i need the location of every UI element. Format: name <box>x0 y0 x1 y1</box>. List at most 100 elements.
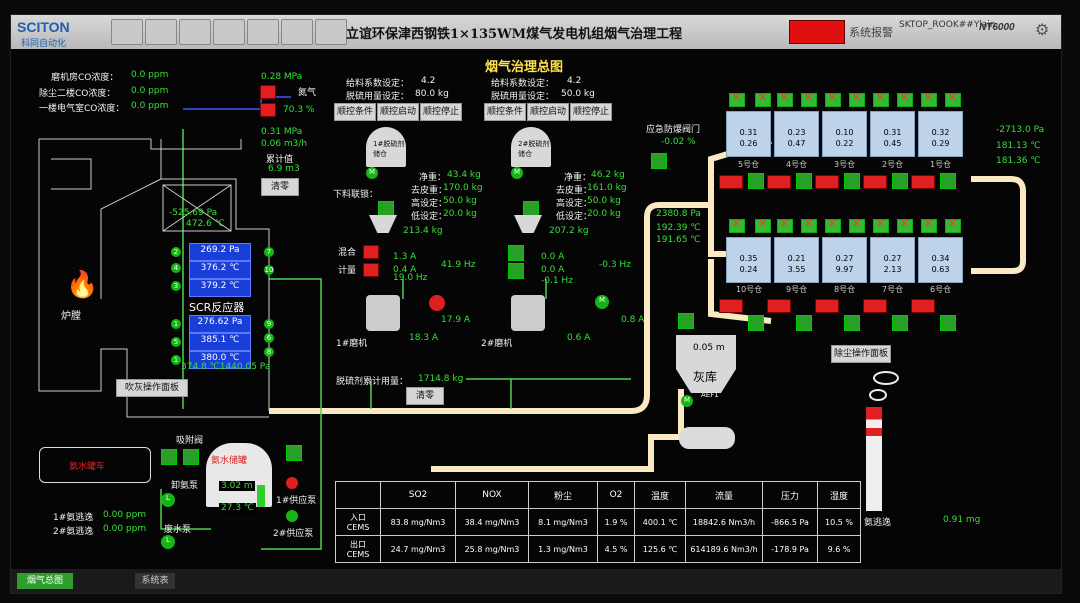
ash-valve-top-5[interactable] <box>911 175 935 189</box>
f2-mill[interactable] <box>511 295 545 331</box>
pulse-valve-bot-7[interactable] <box>873 217 889 233</box>
pulse-valve-top-10[interactable] <box>945 91 961 107</box>
f2-mix-motor[interactable] <box>508 245 524 261</box>
ash-gate-bot-1[interactable] <box>748 315 764 331</box>
unload-pump[interactable]: L <box>161 493 175 507</box>
ash-gate-bot-5[interactable] <box>940 315 956 331</box>
nitrogen-valve[interactable] <box>260 85 276 99</box>
ash-gate-top-4[interactable] <box>892 173 908 189</box>
ash-discharge-motor[interactable]: M <box>681 395 693 407</box>
sensor-9[interactable]: 9 <box>264 319 274 329</box>
sensor-5[interactable]: 5 <box>171 337 181 347</box>
sensor-1b[interactable]: 1 <box>171 355 181 365</box>
f2-seq-stop-button[interactable]: 顺控停止 <box>570 103 612 121</box>
ash-valve-bot-1[interactable] <box>719 299 743 313</box>
alarm-label[interactable]: 系统报警 <box>849 26 893 39</box>
pulse-valve-top-7[interactable] <box>873 91 889 107</box>
pulse-valve-bot-3[interactable] <box>777 217 793 233</box>
pulse-valve-top-2[interactable] <box>755 91 771 107</box>
ash-valve-top-1[interactable] <box>719 175 743 189</box>
f1-seq-stop-button[interactable]: 顺控停止 <box>420 103 462 121</box>
f1-motor[interactable]: M <box>366 167 378 179</box>
f1-fan[interactable] <box>429 295 445 311</box>
pulse-valve-top-6[interactable] <box>849 91 865 107</box>
sensor-3[interactable]: 3 <box>171 281 181 291</box>
ash-valve-bot-5[interactable] <box>911 299 935 313</box>
emergency-valve[interactable] <box>651 153 667 169</box>
gear-icon[interactable]: ⚙ <box>1035 20 1050 39</box>
pulse-valve-bot-6[interactable] <box>849 217 865 233</box>
supply-pump-2[interactable] <box>286 510 298 522</box>
f1-seq-condition-button[interactable]: 顺控条件 <box>334 103 376 121</box>
pulse-valve-top-4[interactable] <box>801 91 817 107</box>
ash-gate-top-5[interactable] <box>940 173 956 189</box>
toolbar-button-6[interactable] <box>281 19 313 45</box>
pulse-valve-bot-4[interactable] <box>801 217 817 233</box>
adsorb-valve-2[interactable] <box>183 449 199 465</box>
f2-fan[interactable]: M <box>595 295 609 309</box>
sensor-8[interactable]: 8 <box>264 347 274 357</box>
desulf-clear-button[interactable]: 清零 <box>406 387 444 405</box>
f2-seq-start-button[interactable]: 顺控启动 <box>527 103 569 121</box>
f1-seq-start-button[interactable]: 顺控启动 <box>377 103 419 121</box>
sensor-10[interactable]: 10 <box>264 265 274 275</box>
dust-panel-button[interactable]: 除尘操作面板 <box>831 345 891 363</box>
sensor-6[interactable]: 6 <box>264 333 274 343</box>
pulse-valve-bot-10[interactable] <box>945 217 961 233</box>
f2-storage-bin[interactable] <box>511 127 551 167</box>
pulse-valve-top-9[interactable] <box>921 91 937 107</box>
ash-silo-motor[interactable] <box>678 313 694 329</box>
ash-gate-bot-2[interactable] <box>796 315 812 331</box>
toolbar-button-2[interactable] <box>145 19 177 45</box>
f1-mix-motor[interactable] <box>363 245 379 259</box>
ash-valve-top-2[interactable] <box>767 175 791 189</box>
supply-pump-1[interactable] <box>286 477 298 489</box>
pulse-valve-top-3[interactable] <box>777 91 793 107</box>
f1-meter-motor[interactable] <box>363 263 379 277</box>
control-valve[interactable] <box>260 103 276 117</box>
pulse-valve-top-5[interactable] <box>825 91 841 107</box>
tab-system-table[interactable]: 系统表 <box>135 573 175 589</box>
clear-button[interactable]: 清零 <box>261 178 299 196</box>
f1-mill[interactable] <box>366 295 400 331</box>
ash-valve-bot-4[interactable] <box>863 299 887 313</box>
adsorb-valve-1[interactable] <box>161 449 177 465</box>
ash-gate-bot-4[interactable] <box>892 315 908 331</box>
pulse-valve-top-8[interactable] <box>897 91 913 107</box>
soot-blow-panel-button[interactable]: 吹灰操作面板 <box>116 379 188 397</box>
sensor-4[interactable]: 4 <box>171 263 181 273</box>
f2-motor[interactable]: M <box>511 167 523 179</box>
pulse-valve-bot-8[interactable] <box>897 217 913 233</box>
toolbar-button-3[interactable] <box>179 19 211 45</box>
alarm-indicator[interactable] <box>789 20 845 44</box>
pulse-valve-top-1[interactable] <box>729 91 745 107</box>
pulse-valve-bot-5[interactable] <box>825 217 841 233</box>
waste-pump[interactable]: L <box>161 535 175 549</box>
ash-gate-top-1[interactable] <box>748 173 764 189</box>
toolbar-button-4[interactable] <box>213 19 245 45</box>
ash-gate-top-3[interactable] <box>844 173 860 189</box>
ash-gate-bot-3[interactable] <box>844 315 860 331</box>
toolbar-button-5[interactable] <box>247 19 279 45</box>
ash-valve-bot-3[interactable] <box>815 299 839 313</box>
supply-valve[interactable] <box>286 445 302 461</box>
sensor-7[interactable]: 7 <box>264 247 274 257</box>
pulse-valve-bot-9[interactable] <box>921 217 937 233</box>
f2-meter-motor[interactable] <box>508 263 524 279</box>
sensor-2[interactable]: 2 <box>171 247 181 257</box>
toolbar-button-7[interactable] <box>315 19 347 45</box>
ash-gate-top-2[interactable] <box>796 173 812 189</box>
ash-valve-bot-2[interactable] <box>767 299 791 313</box>
ash-valve-top-3[interactable] <box>815 175 839 189</box>
f1-valve[interactable] <box>378 201 394 217</box>
